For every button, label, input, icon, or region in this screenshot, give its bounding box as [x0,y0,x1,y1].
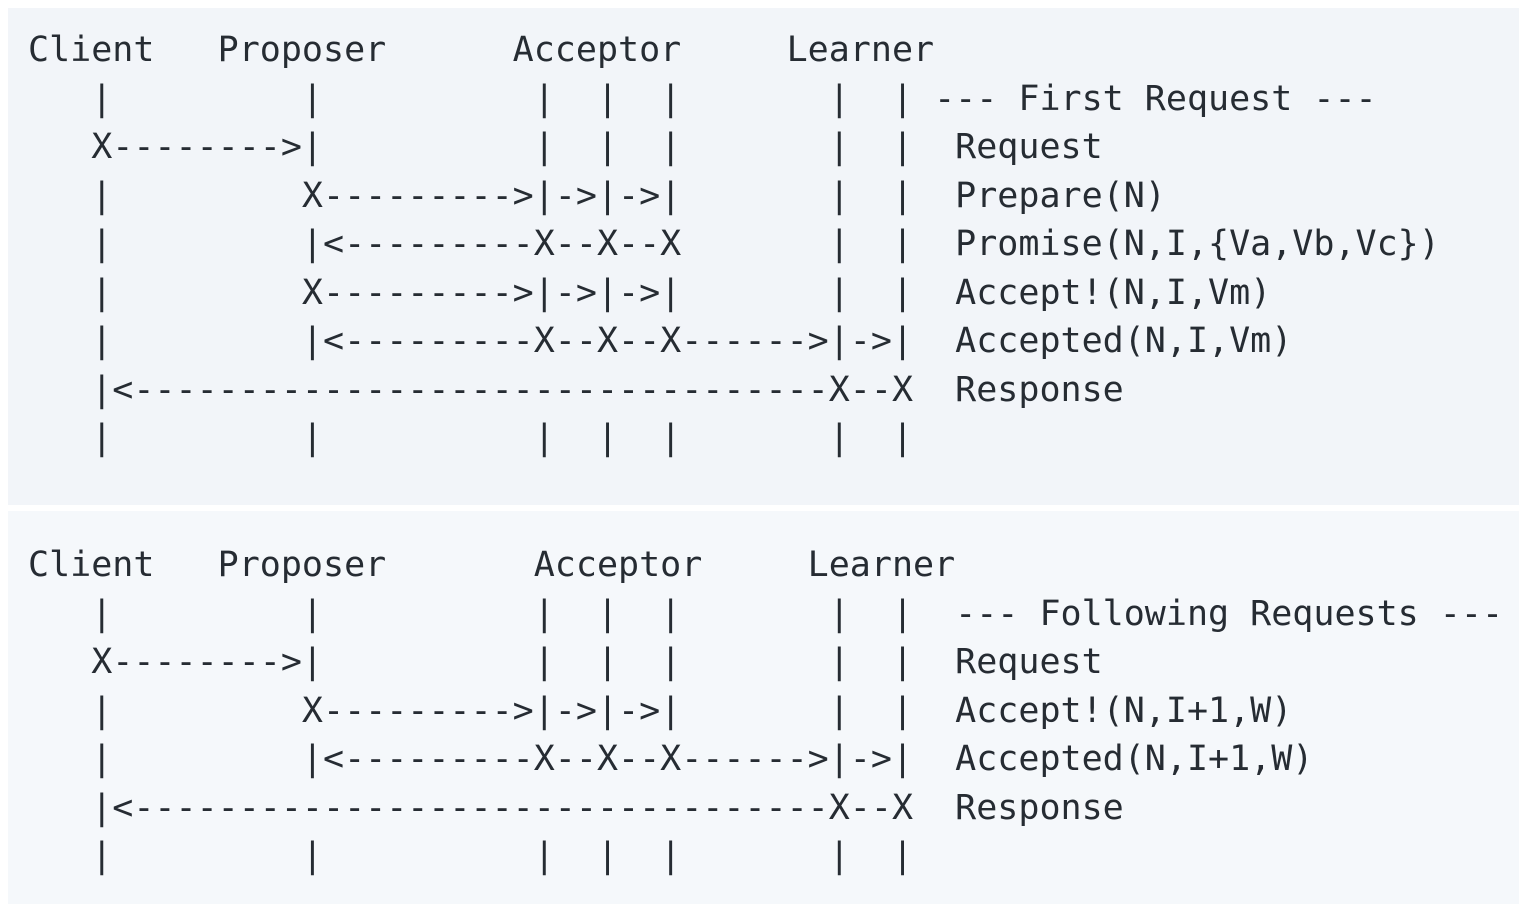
ascii-line-accept: | X--------->|->|->| | | Accept!(N,I+1,W… [28,690,1293,731]
ascii-line-accept: | X--------->|->|->| | | Accept!(N,I,Vm) [28,272,1272,313]
ascii-line-section-title: | | | | | | | --- Following Requests --- [28,593,1504,634]
ascii-line-accepted: | |<---------X--X--X------>|->| Accepted… [28,739,1314,779]
ascii-line-section-title: | | | | | | | --- First Request --- [28,78,1377,119]
following-requests-code-block: Client Proposer Acceptor Learner | | | |… [8,511,1519,904]
ascii-line-prepare: | X--------->|->|->| | | Prepare(N) [28,175,1166,216]
ascii-line-response: |<---------------------------------X--X … [28,369,1124,410]
ascii-line-actors-header: Client Proposer Acceptor Learner [28,30,935,70]
ascii-line-actors-header: Client Proposer Acceptor Learner [28,545,956,585]
ascii-line-lifelines: | | | | | | | [28,836,914,876]
ascii-line-response: |<---------------------------------X--X … [28,787,1124,828]
ascii-line-request: X-------->| | | | | | Request [28,127,1103,167]
ascii-line-accepted: | |<---------X--X--X------>|->| Accepted… [28,321,1293,361]
first-request-code-block: Client Proposer Acceptor Learner | | | |… [8,8,1519,505]
ascii-line-request: X-------->| | | | | | Request [28,642,1103,682]
ascii-line-lifelines: | | | | | | | [28,418,914,458]
ascii-line-promise: | |<---------X--X--X | | Promise(N,I,{Va… [28,224,1440,264]
